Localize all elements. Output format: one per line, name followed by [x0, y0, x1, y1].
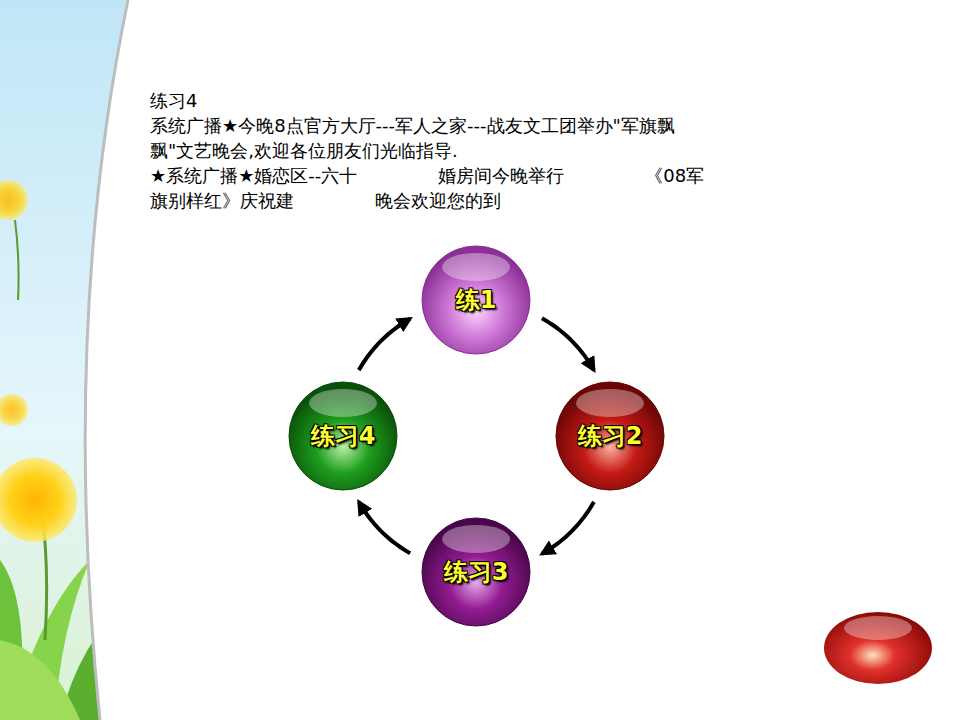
- node-label: 练习3: [444, 556, 509, 588]
- decor-highlight: [844, 616, 912, 640]
- sphere-node: 练习3: [421, 517, 531, 627]
- notice-fragment: 晚会欢迎您的到: [375, 190, 501, 211]
- cycle-arrow: [359, 502, 410, 553]
- cycle-arrow: [359, 319, 410, 370]
- node-label: 练习2: [578, 420, 643, 452]
- cycle-arrow: [542, 502, 594, 554]
- node-label-box: 练习4: [288, 381, 398, 491]
- decor-button: [824, 612, 932, 684]
- white-panel: [85, 0, 960, 720]
- notice-fragment: 婚房间今晚举行: [438, 165, 564, 186]
- heading: 练习4: [150, 88, 710, 113]
- dandelion: [0, 180, 77, 542]
- node-label-box: 练习3: [421, 517, 531, 627]
- sphere-node: 练习4: [288, 381, 398, 491]
- notice-text: 系统广播★今晚8点官方大厅---军人之家---战友文工团举办"军旗飘飘"文艺晚会…: [150, 115, 675, 161]
- node-label-box: 练习2: [555, 381, 665, 491]
- node-label: 练1: [456, 284, 497, 316]
- panel-edge: [85, 0, 128, 720]
- sphere-node: 练1: [421, 245, 531, 355]
- paragraph: ★系统广播★婚恋区--六十婚房间今晚举行《08军旗别样红》庆祝建晚会欢迎您的到: [150, 163, 710, 213]
- sphere-node: 练习2: [555, 381, 665, 491]
- cycle-arrow: [542, 318, 594, 370]
- notice-fragment: ★系统广播★婚恋区--六十: [150, 165, 357, 186]
- node-label: 练习4: [311, 420, 376, 452]
- text-block: 练习4系统广播★今晚8点官方大厅---军人之家---战友文工团举办"军旗飘飘"文…: [150, 88, 710, 213]
- paragraph: 系统广播★今晚8点官方大厅---军人之家---战友文工团举办"军旗飘飘"文艺晚会…: [150, 113, 710, 163]
- node-label-box: 练1: [421, 245, 531, 355]
